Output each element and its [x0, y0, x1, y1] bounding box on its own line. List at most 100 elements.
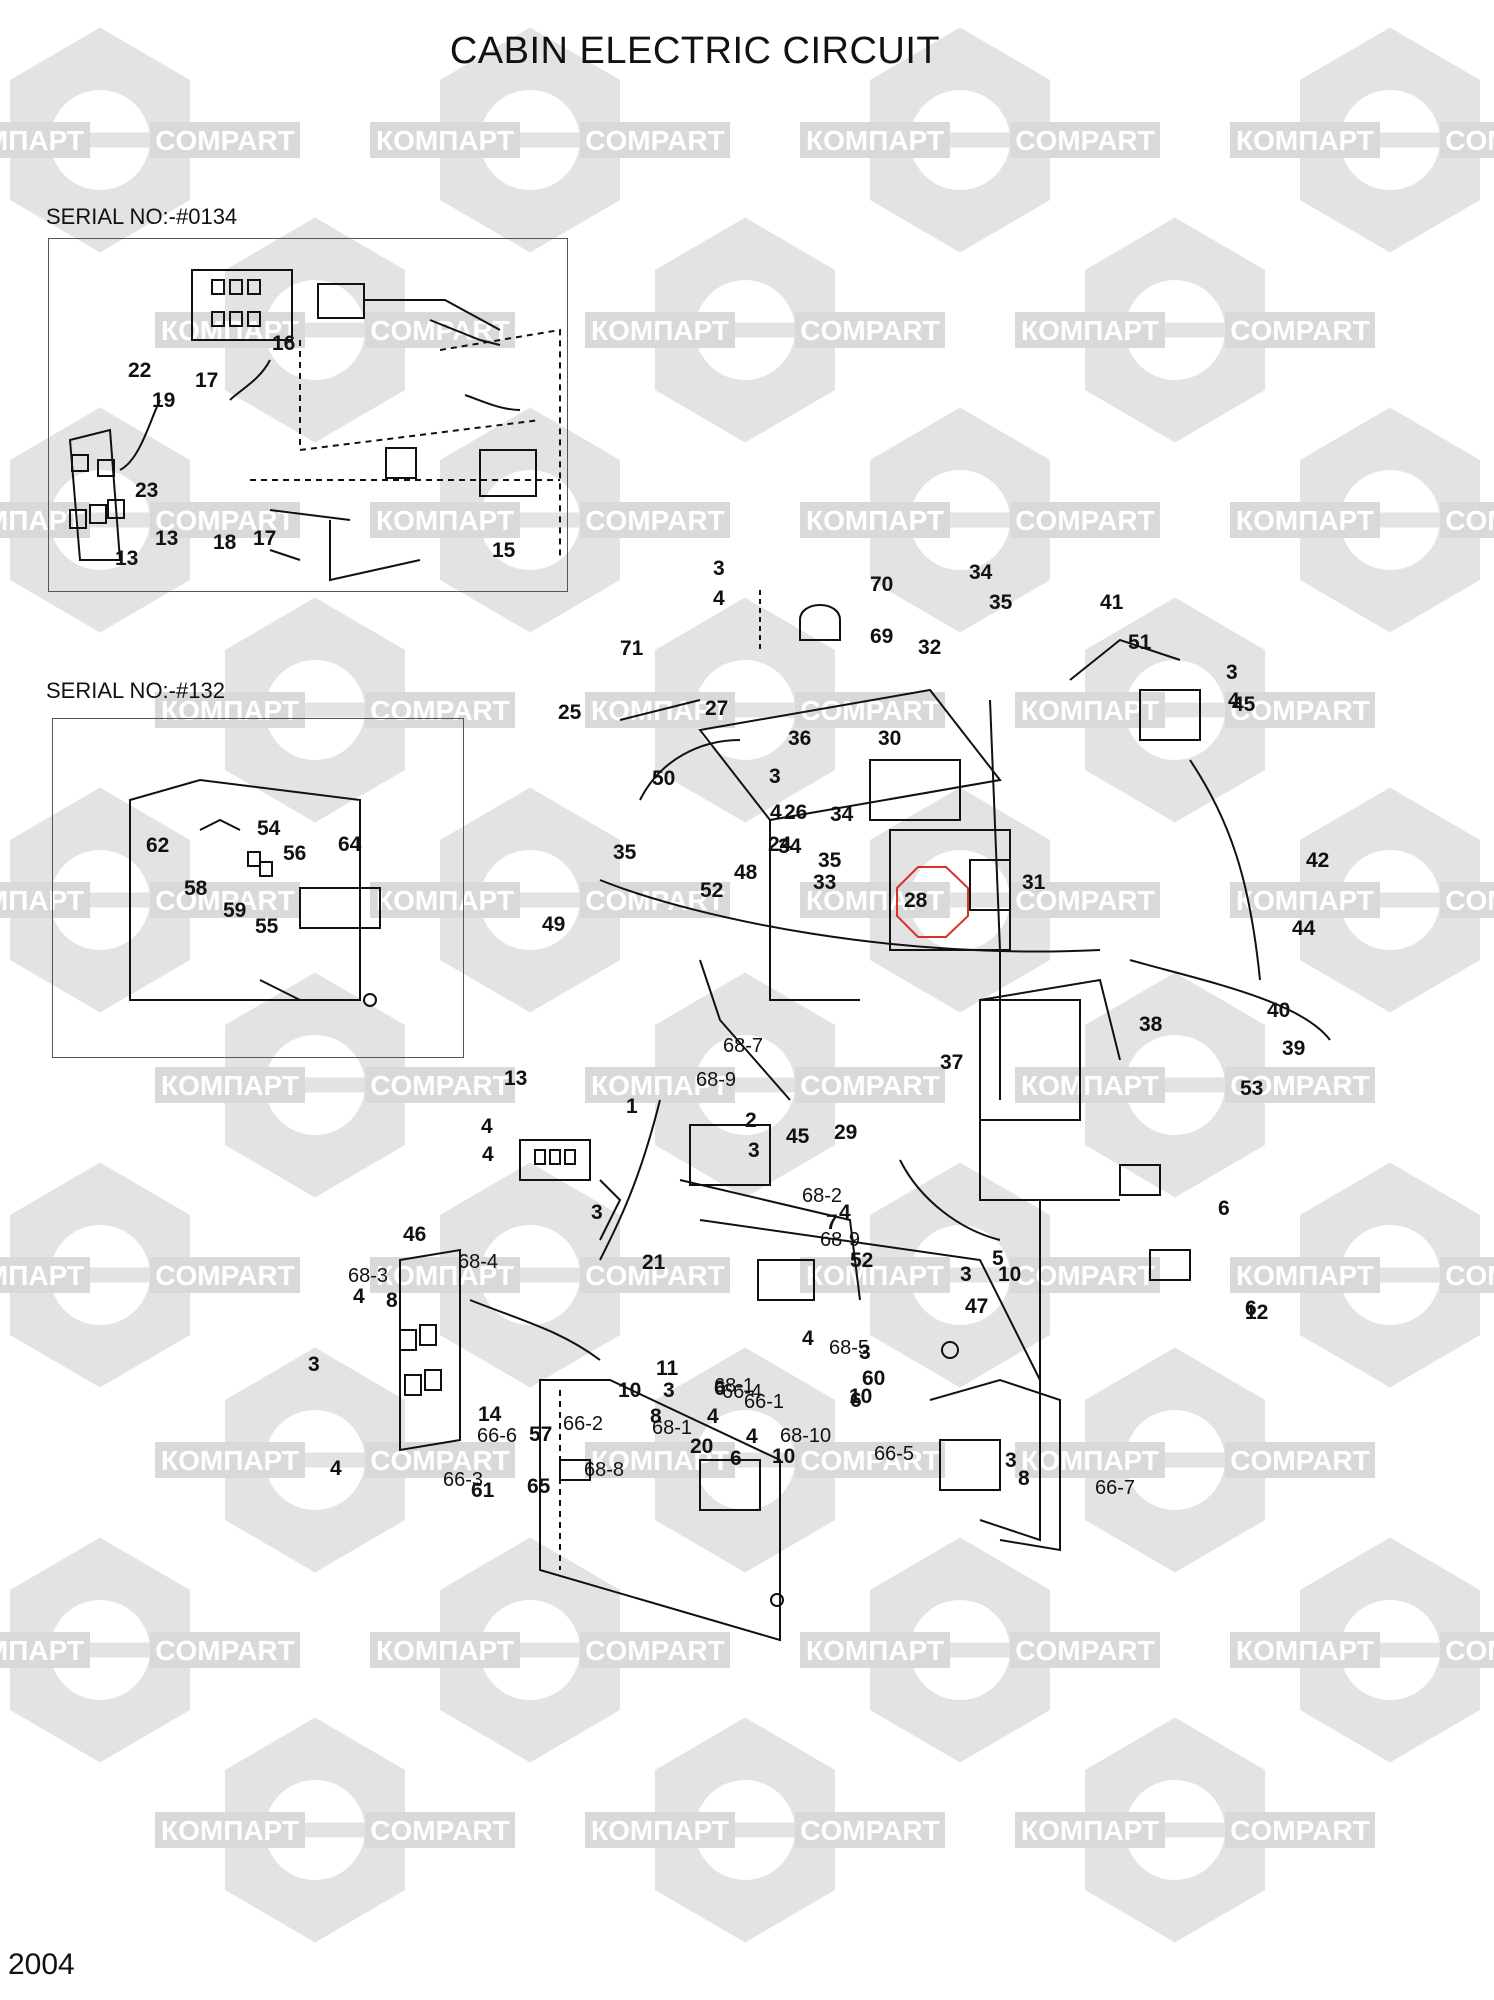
callout-label: 45: [1232, 693, 1256, 716]
callout-label: 4: [707, 1405, 719, 1428]
watermark-text: COMPART: [1230, 315, 1369, 346]
watermark-text: КОМПАРТ: [161, 1445, 299, 1476]
callout-label: 39: [1282, 1037, 1306, 1060]
callout-label: 19: [152, 389, 176, 412]
watermark-text: COMPART: [585, 1635, 724, 1666]
watermark-text: КОМПАРТ: [591, 1070, 729, 1101]
callout-label: 4: [802, 1327, 814, 1350]
callout-label: 22: [128, 359, 152, 382]
callout-label: 40: [1267, 999, 1291, 1022]
watermark-text: COMPART: [155, 125, 294, 156]
watermark-text: COMPART: [370, 695, 509, 726]
watermark-text: COMPART: [1445, 885, 1494, 916]
callout-label: 38: [1139, 1013, 1163, 1036]
callout-label: 3: [308, 1353, 320, 1376]
callout-label: 12: [1245, 1301, 1269, 1324]
callout-label: 42: [1306, 849, 1330, 872]
callout-label: 17: [195, 369, 219, 392]
watermark-text: COMPART: [800, 1070, 939, 1101]
callout-label: 47: [965, 1295, 989, 1318]
callout-label: 68-7: [723, 1035, 764, 1057]
callout-label: 35: [818, 849, 842, 872]
callout-label: 49: [542, 913, 566, 936]
callout-label: 54: [257, 817, 281, 840]
watermark-text: КОМПАРТ: [1021, 1445, 1159, 1476]
callout-label: 66-4: [722, 1381, 763, 1403]
callout-label: 6: [730, 1447, 742, 1470]
watermark-text: COMPART: [370, 1070, 509, 1101]
callout-label: 6: [1245, 1297, 1257, 1320]
callout-label: 1: [626, 1095, 638, 1118]
callout-label: 3: [713, 557, 725, 580]
callout-label: 68-9: [696, 1069, 737, 1091]
callout-label: 55: [255, 915, 279, 938]
callout-label: 4: [330, 1457, 342, 1480]
callout-label: 57: [529, 1423, 553, 1446]
callout-label: 61: [471, 1479, 495, 1502]
callout-label: 69: [870, 625, 894, 648]
callout-label: 45: [786, 1125, 810, 1148]
callout-label: 26: [784, 801, 808, 824]
watermark-text: COMPART: [370, 1445, 509, 1476]
callout-label: 52: [850, 1249, 874, 1272]
watermark-text: COMPART: [1230, 1815, 1369, 1846]
callout-label: 10: [772, 1445, 796, 1468]
watermark-text: КОМПАРТ: [376, 505, 514, 536]
inset-serial-0134: [48, 238, 568, 592]
callout-label: 20: [690, 1435, 714, 1458]
callout-label: 29: [834, 1121, 858, 1144]
watermark-text: COMPART: [800, 1445, 939, 1476]
watermark-text: КОМПАРТ: [161, 695, 299, 726]
callout-label: 66-2: [563, 1413, 604, 1435]
callout-label: 34: [969, 561, 993, 584]
callout-label: 68-4: [458, 1251, 499, 1273]
callout-label: 30: [878, 727, 902, 750]
callout-28-highlight: [896, 866, 969, 938]
serial-number-1: SERIAL NO:-#0134: [46, 204, 238, 229]
callout-label: 14: [478, 1403, 502, 1426]
callout-label: 68-3: [348, 1265, 389, 1287]
callout-label: 27: [705, 697, 729, 720]
watermark-text: КОМПАРТ: [1021, 1070, 1159, 1101]
callout-label: 15: [492, 539, 516, 562]
callout-label: 53: [1240, 1077, 1264, 1100]
page-title: CABIN ELECTRIC CIRCUIT: [449, 30, 941, 72]
callout-label: 41: [1100, 591, 1124, 614]
callout-label: 66-6: [477, 1425, 518, 1447]
callout-label: 68-5: [829, 1337, 870, 1359]
watermark-text: КОМПАРТ: [1021, 695, 1159, 726]
callout-label: 50: [652, 767, 676, 790]
callout-label: 10: [849, 1385, 873, 1408]
watermark-text: КОМПАРТ: [806, 885, 944, 916]
callout-label: 68-1: [652, 1417, 693, 1439]
watermark-text: COMPART: [1230, 695, 1369, 726]
callout-label: 10: [998, 1263, 1022, 1286]
callout-label: 59: [223, 899, 247, 922]
callout-label: 25: [558, 701, 582, 724]
watermark-text: COMPART: [1015, 1260, 1154, 1291]
callout-label: 2: [745, 1109, 757, 1132]
watermark-text: COMPART: [1445, 1260, 1494, 1291]
watermark-text: COMPART: [1015, 885, 1154, 916]
watermark-text: COMPART: [585, 1260, 724, 1291]
watermark-text: COMPART: [800, 1815, 939, 1846]
callout-label: 66-5: [874, 1443, 915, 1465]
watermark-text: КОМПАРТ: [1236, 885, 1374, 916]
callout-label: 4: [746, 1425, 758, 1448]
callout-label: 3: [1226, 661, 1238, 684]
callout-label: 13: [155, 527, 179, 550]
callout-label: 18: [213, 531, 237, 554]
callout-label: 3: [748, 1139, 760, 1162]
callout-label: 35: [989, 591, 1013, 614]
callout-label: 5: [992, 1247, 1004, 1270]
callout-label: 8: [650, 1405, 662, 1428]
watermark-text: КОМПАРТ: [0, 885, 84, 916]
watermark-text: COMPART: [1445, 505, 1494, 536]
callout-label: 33: [813, 871, 837, 894]
callout-label: 24: [768, 833, 792, 856]
callout-label: 4: [1228, 689, 1240, 712]
callout-label: 7: [826, 1211, 838, 1234]
callout-label: 3: [769, 765, 781, 788]
callout-label: 13: [115, 547, 139, 570]
callout-label: 28: [904, 889, 928, 912]
